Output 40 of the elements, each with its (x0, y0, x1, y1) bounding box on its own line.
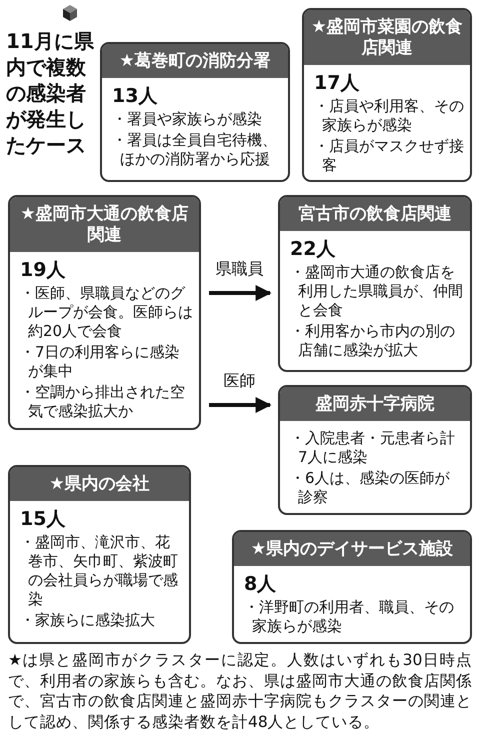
arrow (209, 285, 272, 301)
title: 11月に県内で複数の感染者が発生したケース (6, 28, 94, 158)
bullet-text: ・入院患者・元患者ら計7人に感染 (290, 429, 456, 467)
card-header: ★盛岡市菜園の飲食店関連 (304, 10, 470, 65)
case-count: 8人 (244, 572, 278, 596)
info-card (278, 385, 472, 515)
bullet-text: ・6人は、感染の医師が診察 (290, 469, 451, 507)
info-card (8, 465, 191, 644)
card-header: ★盛岡市大通の飲食店関連 (10, 197, 199, 252)
bullet-text: ・空調から排出された空気で感染拡大か (20, 383, 186, 421)
bullet-text: ・署員は全員自宅待機、ほかの消防署から応援 (112, 131, 278, 169)
caption: ★は県と盛岡市がクラスターに認定。人数はいずれも30日時点で、利用者の家族らも含む。なお、県は盛岡市大通の飲食店関係で、宮古市の飲食店関連と盛岡赤十字病院もクラスターの関連として認め、関係する感染者数を計48人としている。 (8, 650, 472, 732)
case-count: 22人 (290, 237, 336, 261)
bullet-text: ・盛岡市大通の飲食店を利用した県職員が、仲間と会食 (290, 263, 464, 320)
card-header: 宮古市の飲食店関連 (280, 197, 470, 231)
bullet-text: ・家族らに感染拡大 (20, 611, 156, 630)
bullet-text: ・利用客から市内の別の店舗に感染が拡大 (290, 322, 456, 360)
info-card (100, 42, 290, 182)
case-count: 17人 (314, 71, 360, 95)
case-count: 15人 (20, 507, 66, 531)
edge-label: 県職員 (214, 259, 266, 279)
bullet-text: ・店員や利用客、その家族らが感染 (314, 97, 464, 135)
arrow (209, 397, 272, 413)
bullet-text: ・医師、県職員などのグループが会食。医師らは約20人で会食 (20, 284, 193, 341)
info-card (8, 195, 201, 430)
card-header: ★葛巻町の消防分署 (102, 44, 288, 78)
info-card (302, 8, 472, 182)
info-card (232, 530, 472, 644)
info-card (278, 195, 472, 372)
bullet-text: ・署員や家族らが感染 (112, 110, 263, 129)
bullet-text: ・店員がマスクせず接客 (314, 137, 464, 175)
card-header: ★県内のデイサービス施設 (234, 532, 470, 566)
case-count: 13人 (112, 84, 158, 108)
bullet-text: ・盛岡市、滝沢市、花巻市、矢巾町、紫波町の会社員らが職場で感染 (20, 533, 179, 609)
card-header: ★県内の会社 (10, 467, 189, 501)
bullet-text: ・7日の利用客らに感染が集中 (20, 343, 181, 381)
edge-label: 医師 (222, 371, 258, 391)
case-count: 19人 (20, 258, 66, 282)
bullet-text: ・洋野町の利用者、職員、その家族らが感染 (244, 598, 455, 636)
card-header: 盛岡赤十字病院 (280, 387, 470, 421)
